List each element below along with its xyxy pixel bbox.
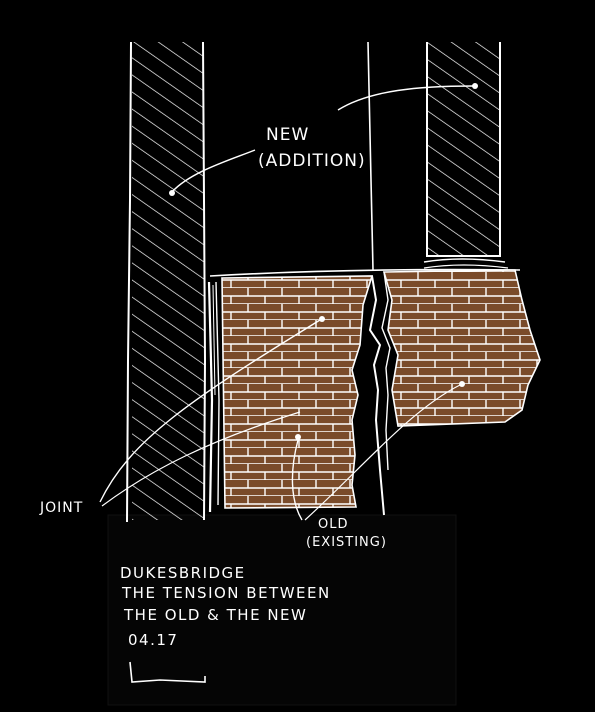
leader-dot-old-right xyxy=(459,381,465,387)
old-wall-top-line xyxy=(209,268,521,277)
caption-line-1: DUKESBRIDGE xyxy=(120,564,246,582)
leader-old-right xyxy=(304,384,461,521)
leader-joint xyxy=(99,319,321,503)
caption-line-4: 04.17 xyxy=(128,631,178,649)
label-new-sub: (ADDITION) xyxy=(258,151,366,171)
leader-joint-2 xyxy=(101,411,301,507)
leader-dot-new-top xyxy=(472,83,478,89)
joint-strip xyxy=(207,281,220,513)
label-new: NEW xyxy=(266,125,309,145)
old-wall-right xyxy=(382,269,541,427)
caption-panel xyxy=(107,514,457,706)
wall-crack-edge xyxy=(381,271,391,471)
old-wall-left xyxy=(221,275,374,509)
label-old-sub: (EXISTING) xyxy=(306,535,387,550)
label-joint: JOINT xyxy=(39,500,83,516)
caption-line-3: THE OLD & THE NEW xyxy=(123,606,307,624)
new-wall-left xyxy=(126,41,207,523)
leader-old xyxy=(291,439,303,521)
label-old: OLD xyxy=(318,517,349,532)
leader-dot-old xyxy=(295,434,301,440)
new-wall-right xyxy=(423,42,509,269)
leader-new-left xyxy=(171,149,256,193)
wall-crack xyxy=(368,275,385,516)
caption-line-2: THE TENSION BETWEEN xyxy=(121,584,331,602)
leader-new-top xyxy=(337,85,474,111)
signature-mark xyxy=(129,661,206,683)
new-wall-edge-line xyxy=(367,41,374,271)
leader-dot-new-left xyxy=(169,190,175,196)
leader-dot-joint xyxy=(319,316,325,322)
